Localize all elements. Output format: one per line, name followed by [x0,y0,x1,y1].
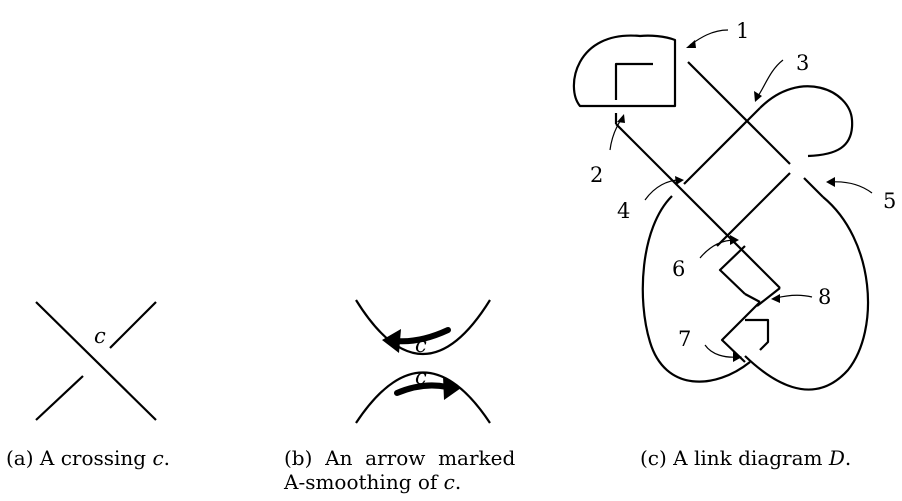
upper-arrowhead [382,329,401,353]
upper-arrow-shaft [393,327,451,345]
under-strand-lower [35,375,84,421]
smoothing-diagram: c c [355,299,491,424]
caption-c-var: D [828,446,845,470]
left-lobe [641,195,751,383]
right-lobe [744,196,870,391]
pointer-5 [829,181,873,194]
label-8: 8 [818,285,831,309]
label-4: 4 [617,199,630,223]
label-2: 2 [590,163,603,187]
twist-upper-right [756,287,781,307]
caption-c-text: (c) A link diagram [640,446,829,470]
twist-lower-left [720,301,761,363]
pointer-3 [757,59,784,97]
caption-a-end: . [163,446,171,470]
pointer-3-head [754,91,762,102]
label-1: 1 [736,19,749,43]
right-upper-lobe [759,85,854,158]
crossing-diagram: c [35,301,157,421]
lower-arrowhead [443,376,461,400]
caption-b-var: c [443,470,455,494]
caption-b: (b) An arrow marked A-smoothing of c. [284,446,534,494]
caption-b-line2: A-smoothing of c. [284,470,534,494]
pointer-8 [775,294,813,299]
caption-a: (a) A crossing c. [6,446,170,470]
cross-strand-middle [716,172,791,247]
over-strand [35,301,157,421]
upper-c-label: c [415,333,427,357]
pointer-6-head [730,235,739,245]
caption-b-line2-text: A-smoothing of [284,470,444,494]
caption-c: (c) A link diagram D. [640,446,851,470]
loop-inner-strand [614,62,653,100]
twist-upper-left [718,245,746,295]
diagonal-strand-right-top [687,61,791,165]
lower-arc [355,371,491,424]
label-5: 5 [883,189,896,213]
lower-c-label: c [415,365,427,389]
label-3: 3 [796,51,809,75]
caption-b-end: . [454,470,462,494]
cross-strand-upper [683,107,761,185]
pointer-6 [699,239,736,259]
pointer-5-head [826,177,835,187]
label-6: 6 [672,257,685,281]
upper-arc [355,299,491,355]
pointer-8-head [771,294,780,303]
lower-arrow-shaft [394,382,450,396]
pointer-7-head [733,352,742,362]
twist-connector [744,293,761,303]
crossing-label: c [94,324,106,348]
pointer-1 [689,29,729,46]
diagonal-strand-main [615,123,781,289]
caption-c-end: . [844,446,852,470]
diagonal-strand-right-mid [803,177,824,198]
under-strand-upper [109,301,157,349]
label-7: 7 [678,327,691,351]
pointer-1-head [686,40,696,48]
link-diagram: 1 2 3 4 5 6 7 8 [572,19,896,391]
caption-a-var: c [152,446,164,470]
twist-lower-right [745,318,770,351]
pointer-4-head [675,176,684,185]
loop-top-left [572,34,677,108]
caption-b-line1: (b) An arrow marked [284,446,516,470]
caption-a-text: (a) A crossing [6,446,153,470]
pointer-2-head [617,114,625,123]
